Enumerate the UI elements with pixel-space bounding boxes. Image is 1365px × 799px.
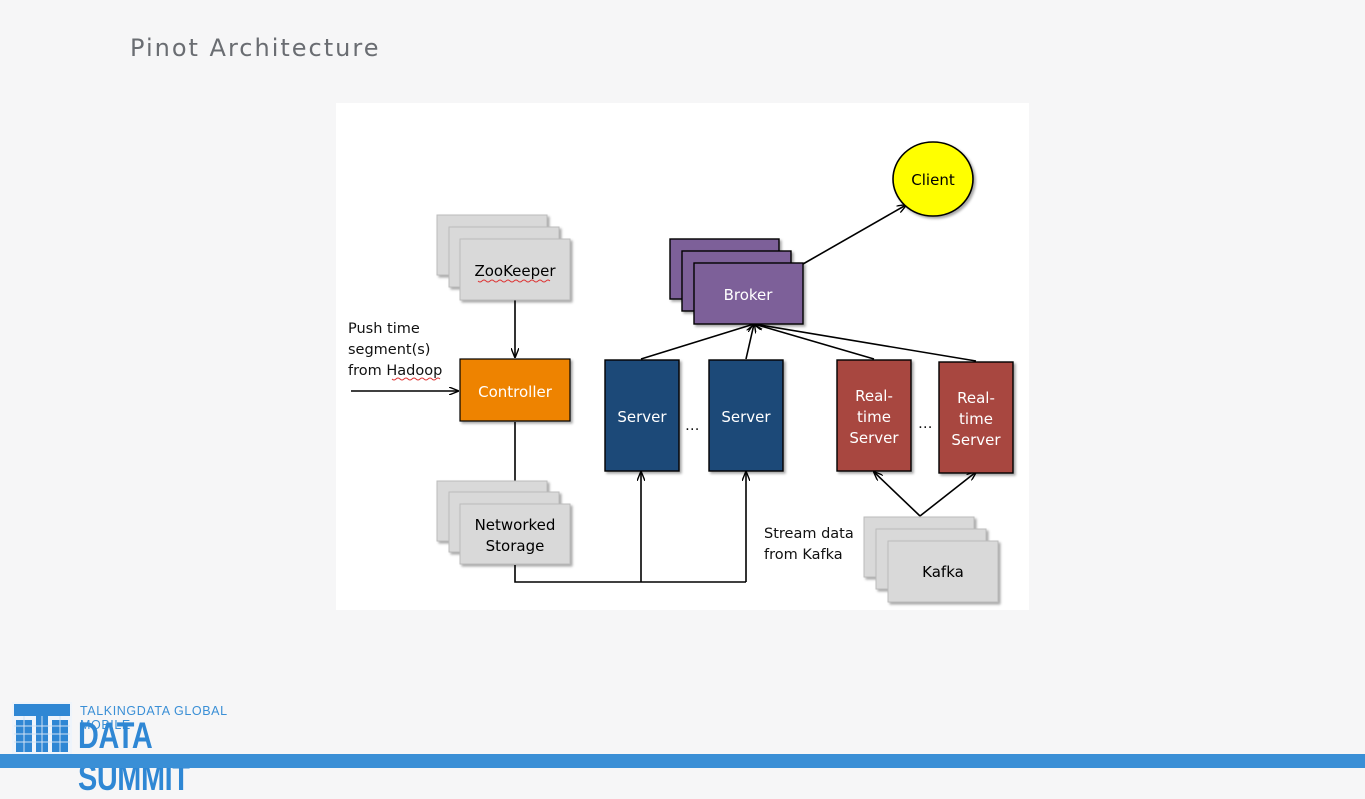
- spellcheck-squiggle: [477, 279, 551, 283]
- controller-label: Controller: [478, 383, 553, 401]
- storage-line-2: Storage: [486, 537, 545, 555]
- diagram-canvas: Client ZooKeeper Broker Controller Serve…: [348, 141, 1014, 603]
- broker-label: Broker: [724, 286, 774, 304]
- broker-stack: Broker: [669, 238, 804, 325]
- realtime-ellipsis: …: [918, 416, 933, 432]
- realtime-1-line-2: time: [857, 408, 891, 426]
- realtime-server-node-1: Real- time Server: [836, 359, 912, 472]
- footer-bar: [0, 754, 1365, 768]
- connectors: [351, 205, 977, 583]
- storage-stack: Networked Storage: [436, 480, 571, 565]
- push-note: Push time segment(s) from Hadoop: [348, 321, 442, 381]
- client-node: Client: [892, 141, 974, 217]
- arrow-kafka-to-realtime-2: [919, 472, 976, 517]
- stream-note: Stream data from Kafka: [764, 526, 854, 563]
- t11-logo-icon: [12, 702, 72, 754]
- push-note-line-1: Push time: [348, 321, 420, 337]
- realtime-1-line-3: Server: [849, 429, 899, 447]
- logo-tagline: TALKINGDATA GLOBAL MOBILE: [80, 704, 228, 732]
- arrow-broker-to-client: [802, 205, 906, 265]
- kafka-stack: Kafka: [863, 516, 999, 603]
- server-1-label: Server: [617, 408, 667, 426]
- storage-feed-line: [514, 565, 746, 583]
- server-2-label: Server: [721, 408, 771, 426]
- architecture-diagram: Client ZooKeeper Broker Controller Serve…: [336, 103, 1029, 610]
- kafka-label: Kafka: [922, 563, 964, 581]
- controller-node: Controller: [459, 358, 571, 422]
- arrow-server-2-to-broker: [745, 324, 754, 360]
- stream-note-line-1: Stream data: [764, 526, 854, 542]
- arrow-kafka-to-realtime-1: [874, 472, 921, 517]
- server-node-1: Server: [604, 359, 680, 472]
- arrow-server-1-to-broker: [640, 324, 754, 360]
- realtime-1-line-1: Real-: [855, 387, 893, 405]
- arrow-realtime-1-to-broker: [754, 324, 875, 360]
- realtime-server-node-2: Real- time Server: [938, 361, 1014, 474]
- spellcheck-squiggle-hadoop: [391, 377, 441, 381]
- stream-note-line-2: from Kafka: [764, 547, 843, 563]
- server-node-2: Server: [708, 359, 784, 472]
- storage-line-1: Networked: [475, 516, 556, 534]
- arrow-realtime-2-to-broker: [754, 324, 977, 362]
- realtime-2-line-3: Server: [951, 431, 1001, 449]
- summit-logo: TALKINGDATA GLOBAL MOBILE DATA SUMMIT: [12, 702, 282, 798]
- zookeeper-stack: ZooKeeper: [436, 214, 571, 301]
- push-note-line-2: segment(s): [348, 342, 430, 358]
- servers-ellipsis: …: [685, 418, 700, 434]
- client-label: Client: [911, 171, 955, 189]
- zookeeper-label: ZooKeeper: [474, 262, 556, 280]
- realtime-2-line-1: Real-: [957, 389, 995, 407]
- push-note-line-3: from Hadoop: [348, 363, 442, 379]
- realtime-2-line-2: time: [959, 410, 993, 428]
- slide-title: Pinot Architecture: [130, 34, 381, 62]
